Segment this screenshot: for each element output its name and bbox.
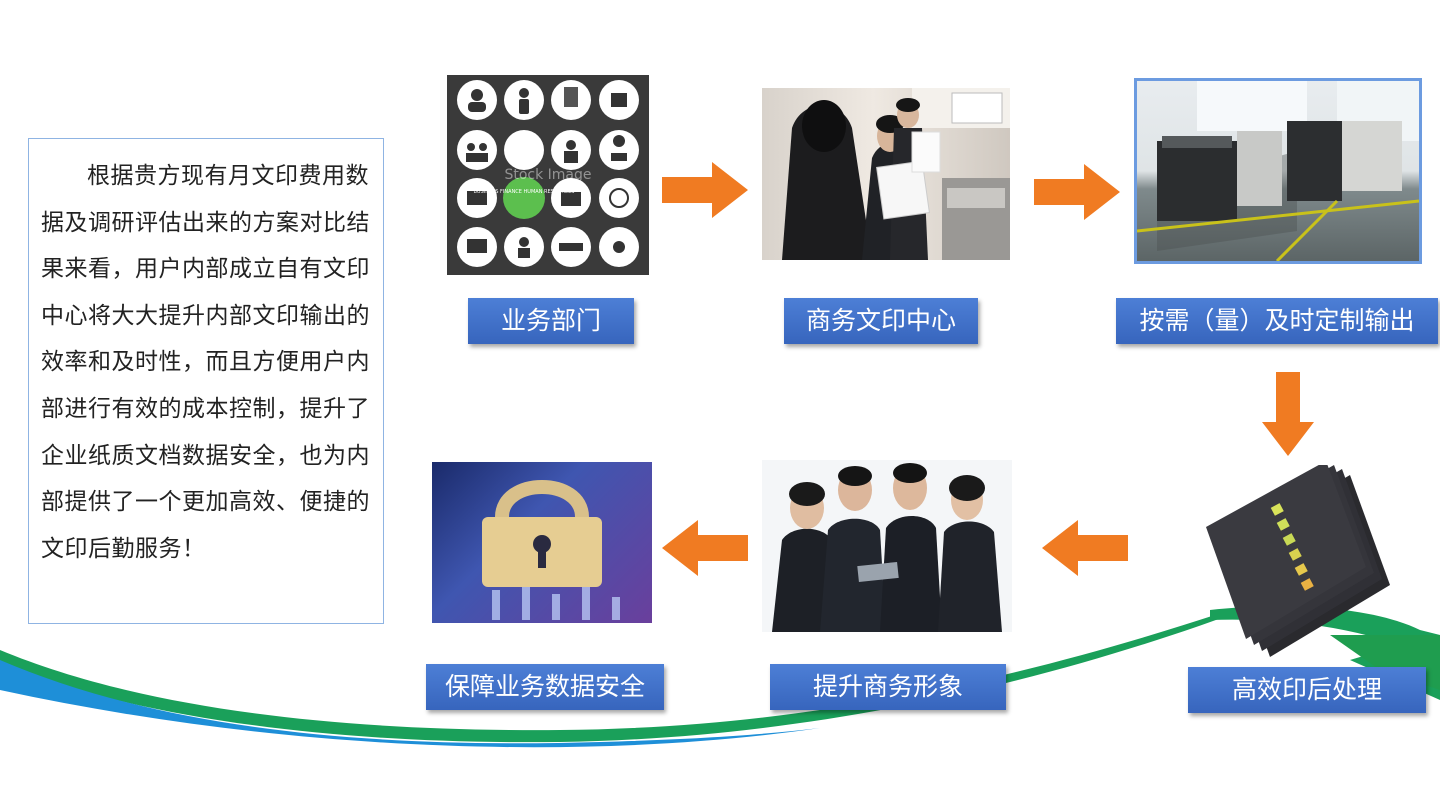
icon-grid: BUSINESS FINANCE HUMAN RESOURCES Stock I… — [457, 80, 639, 267]
arrow-right-2 — [1032, 162, 1122, 222]
business-team-photo — [762, 460, 1012, 632]
arrow-right-1 — [660, 160, 750, 220]
step-label-data-security: 保障业务数据安全 — [426, 664, 664, 710]
step-label-print-center: 商务文印中心 — [784, 298, 978, 344]
watermark-text: Stock Image — [504, 167, 591, 183]
brochures-stack — [1206, 465, 1390, 657]
step-label-on-demand-output: 按需（量）及时定制输出 — [1116, 298, 1438, 344]
icon-grid-center-text: BUSINESS FINANCE HUMAN RESOURCES — [473, 189, 574, 195]
brochures-image — [1200, 465, 1400, 660]
arrow-left-2 — [660, 518, 750, 578]
business-icons-image: BUSINESS FINANCE HUMAN RESOURCES Stock I… — [447, 75, 649, 275]
step-label-business-dept: 业务部门 — [468, 298, 634, 344]
team-scene — [772, 463, 1002, 632]
description-text: 根据贵方现有月文印费用数据及调研评估出来的方案对比结果来看，用户内部成立自有文印… — [41, 163, 370, 562]
print-center-scene — [782, 88, 1010, 260]
arrow-down — [1260, 370, 1316, 458]
step-label-business-image: 提升商务形象 — [770, 664, 1006, 710]
print-center-photo — [762, 88, 1010, 260]
lock-scene — [482, 480, 620, 620]
printers-photo — [1134, 78, 1422, 264]
arrow-left-1 — [1040, 518, 1130, 578]
printers-scene — [1137, 81, 1419, 261]
step-label-post-processing: 高效印后处理 — [1188, 667, 1426, 713]
data-security-image — [432, 462, 652, 623]
description-box: 根据贵方现有月文印费用数据及调研评估出来的方案对比结果来看，用户内部成立自有文印… — [28, 138, 384, 624]
